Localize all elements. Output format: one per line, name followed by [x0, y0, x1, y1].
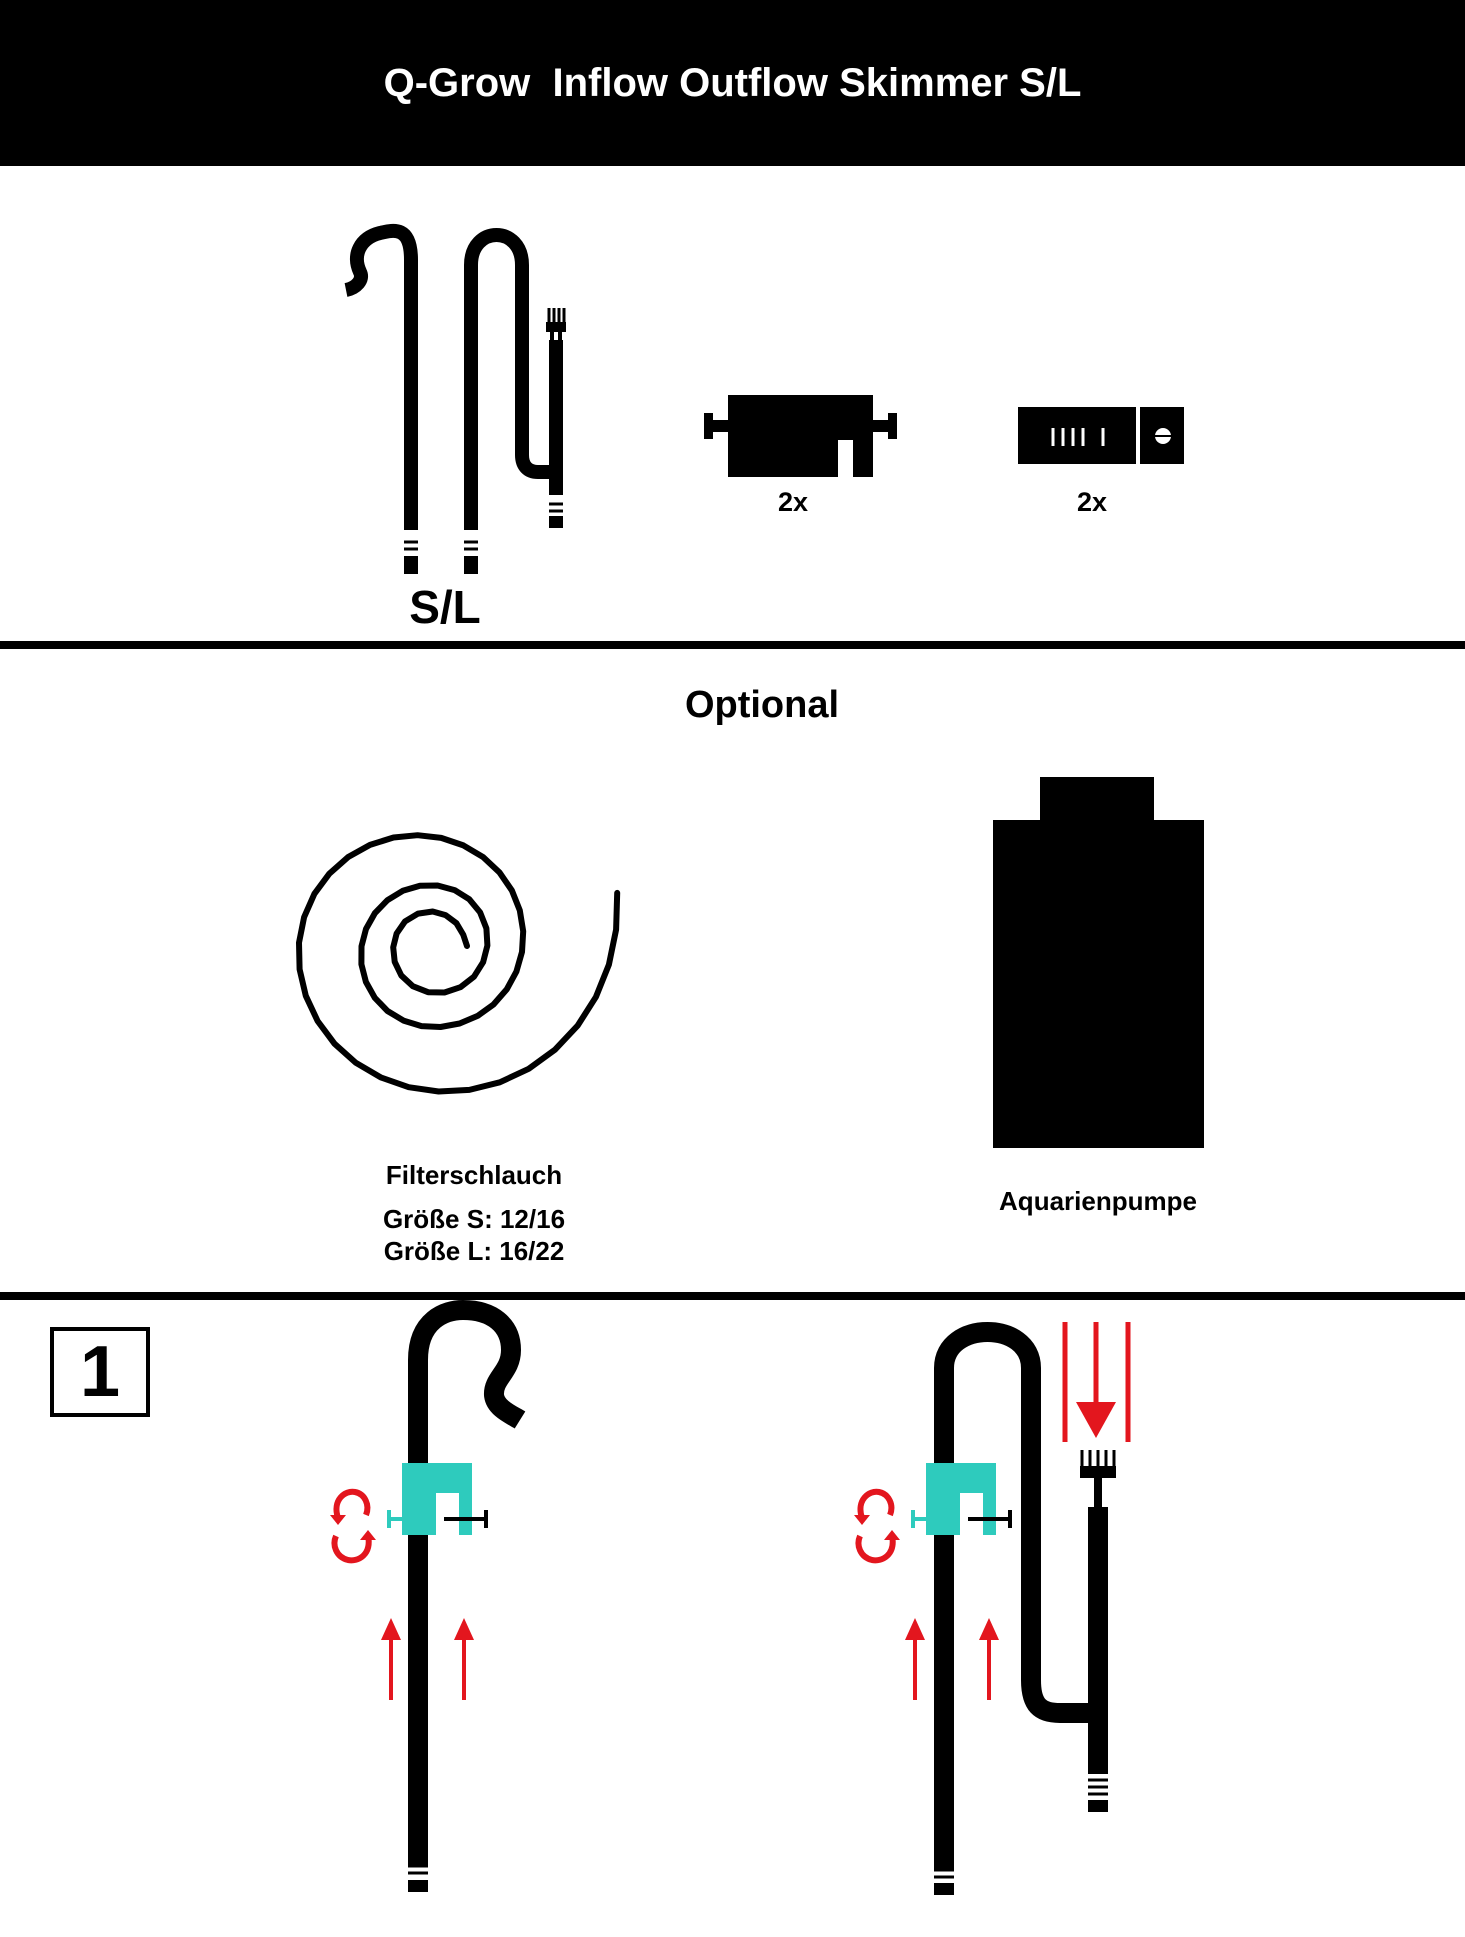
- filter-hose-icon: [296, 832, 621, 1095]
- rotate-arrow-icon-left: [330, 1488, 376, 1564]
- aquarium-pump-icon: [993, 777, 1204, 1148]
- clamp-icon: [704, 395, 897, 477]
- step1-inflow-assembly: [330, 1299, 526, 1892]
- rotate-arrow-icon-right: [854, 1488, 900, 1564]
- hose-name: Filterschlauch: [385, 1160, 563, 1190]
- clamp-quantity: 2x: [777, 487, 809, 517]
- holder-icon: [1018, 407, 1184, 464]
- pipes-size-label: S/L: [409, 581, 481, 633]
- step-number-box: 1: [50, 1327, 150, 1417]
- hose-size-l: Größe L: 16/22: [383, 1236, 565, 1266]
- hose-size-s: Größe S: 12/16: [382, 1204, 566, 1234]
- flow-arrow-icon-right: [905, 1618, 999, 1700]
- holder-quantity: 2x: [1076, 487, 1108, 517]
- step1-clamp-right: [911, 1463, 1012, 1535]
- optional-heading: Optional: [684, 684, 840, 726]
- step1-outflow-assembly: [854, 1322, 1131, 1895]
- section-divider-2: [0, 1292, 1465, 1300]
- pump-name: Aquarienpumpe: [999, 1186, 1197, 1216]
- title-banner: Q-Grow Inflow Outflow Skimmer S/L: [0, 0, 1465, 166]
- step1-clamp-left: [387, 1463, 488, 1535]
- step-number: 1: [79, 1332, 121, 1412]
- inflow-pipe-icon: [344, 223, 418, 574]
- down-arrow-icon: [1062, 1322, 1131, 1442]
- flow-arrow-icon-left: [381, 1618, 474, 1700]
- page-title: Q-Grow Inflow Outflow Skimmer S/L: [383, 60, 1082, 105]
- outflow-pipe-icon: [464, 228, 566, 574]
- section-divider-1: [0, 641, 1465, 649]
